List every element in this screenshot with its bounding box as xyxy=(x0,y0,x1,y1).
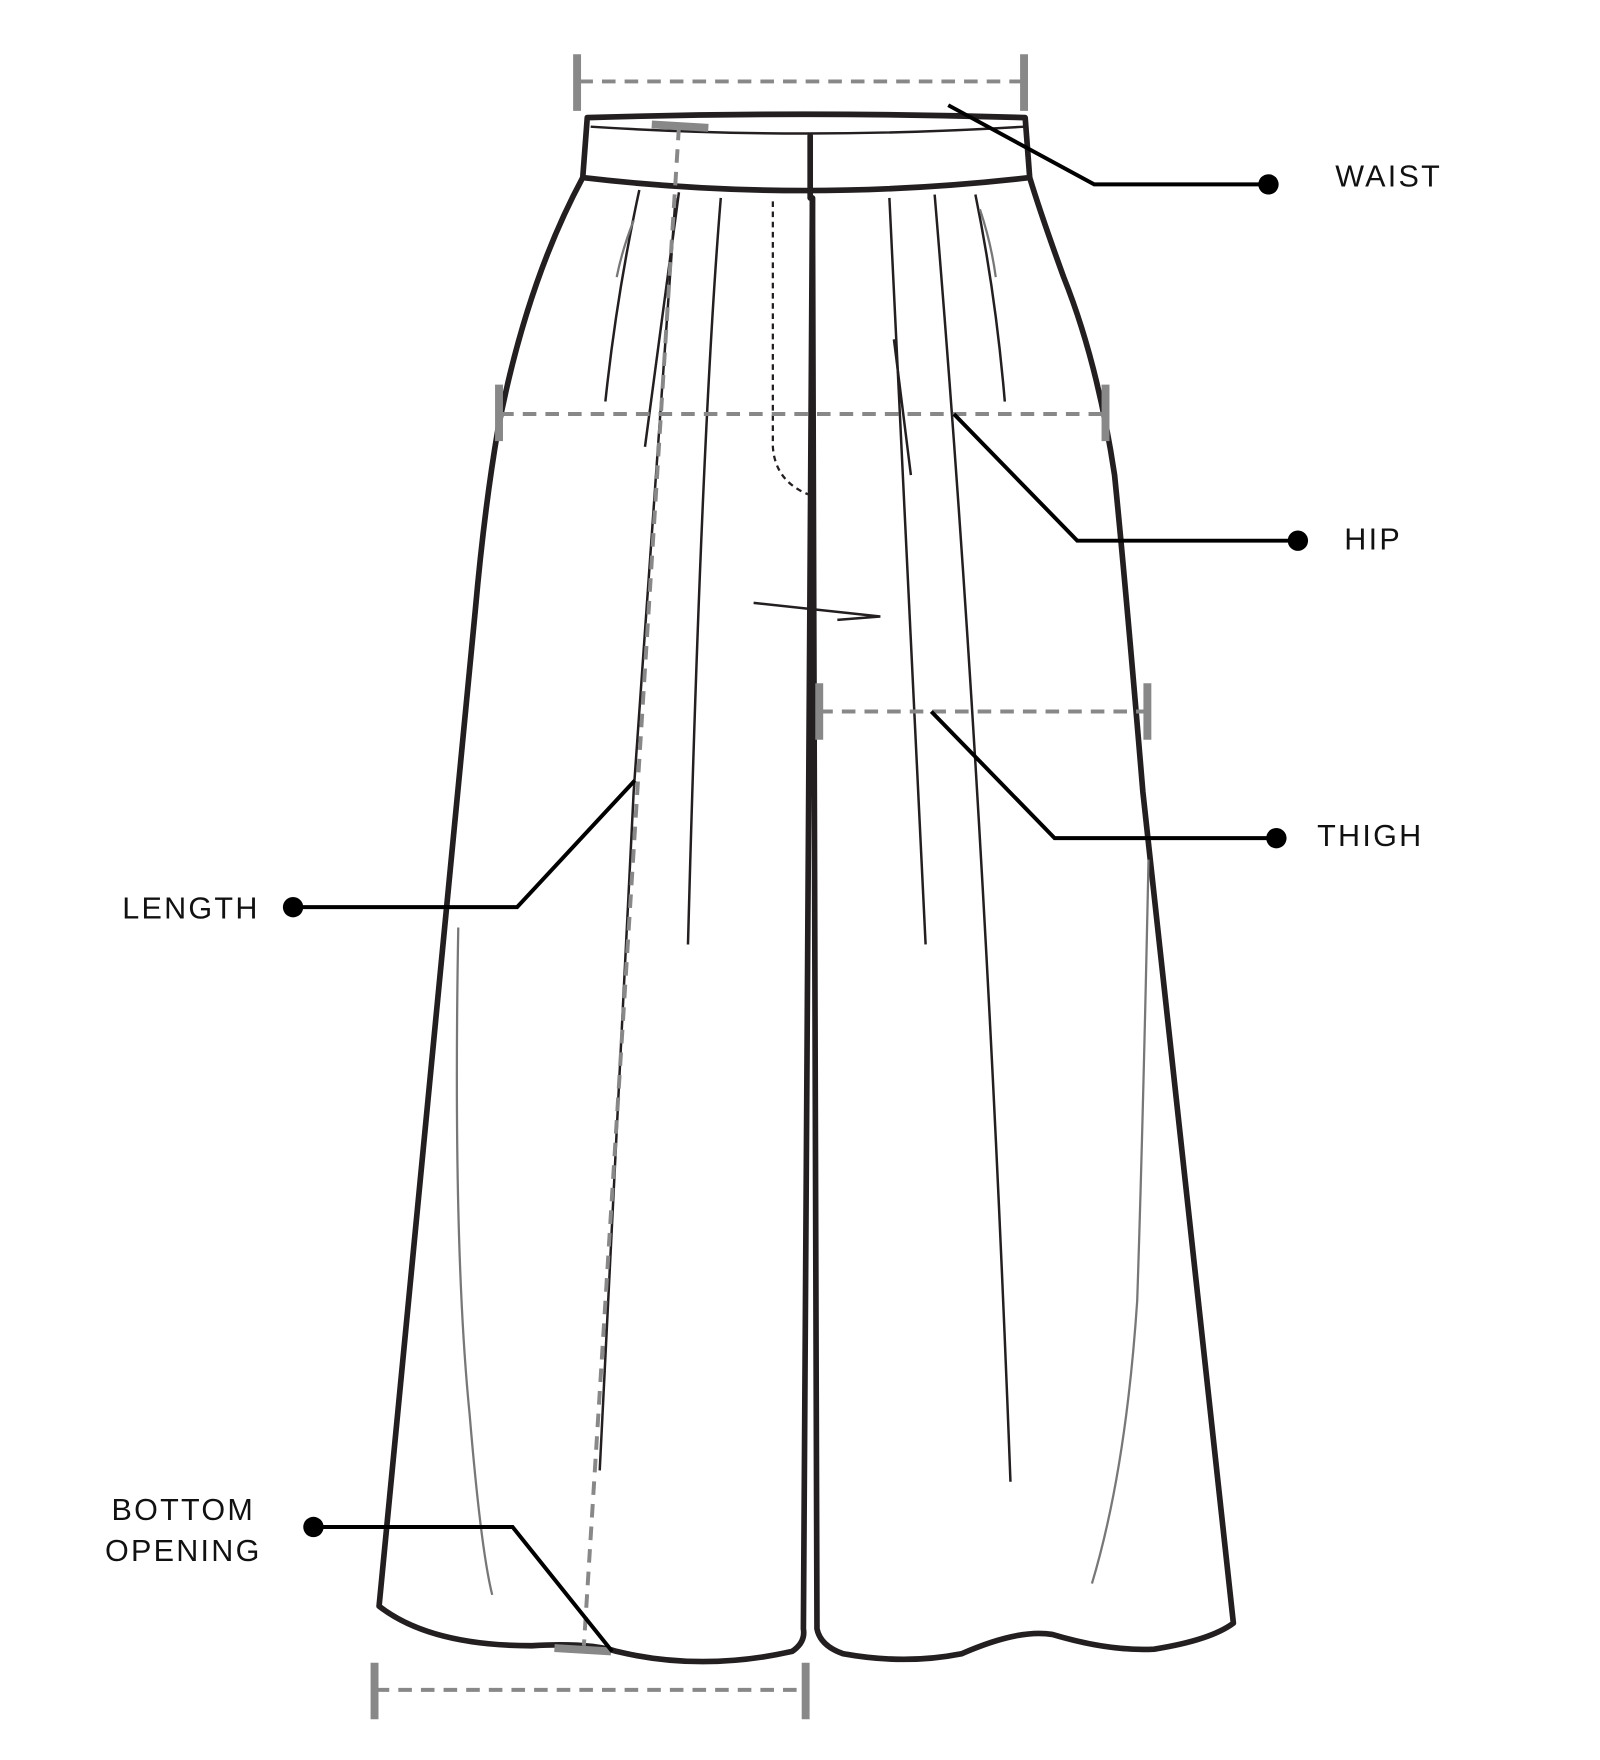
length-label: LENGTH xyxy=(122,891,259,925)
bottom-opening-label-line2: OPENING xyxy=(105,1534,262,1568)
waistband xyxy=(579,111,1033,201)
thigh-label: THIGH xyxy=(1317,819,1423,853)
hip-label: HIP xyxy=(1344,523,1402,557)
bottom-opening-leader xyxy=(303,1516,614,1653)
fly-stitching xyxy=(771,201,809,496)
waist-leader xyxy=(947,103,1279,195)
right-leg-outline xyxy=(809,174,1237,1663)
measurement-lines xyxy=(370,54,1152,1720)
waist-label: WAIST xyxy=(1335,160,1442,194)
thigh-leader xyxy=(929,710,1287,849)
hip-leader xyxy=(952,412,1309,551)
left-leg-outline xyxy=(376,174,816,1665)
length-leader xyxy=(282,779,637,918)
bottom-opening-label-line1: BOTTOM xyxy=(111,1493,255,1527)
